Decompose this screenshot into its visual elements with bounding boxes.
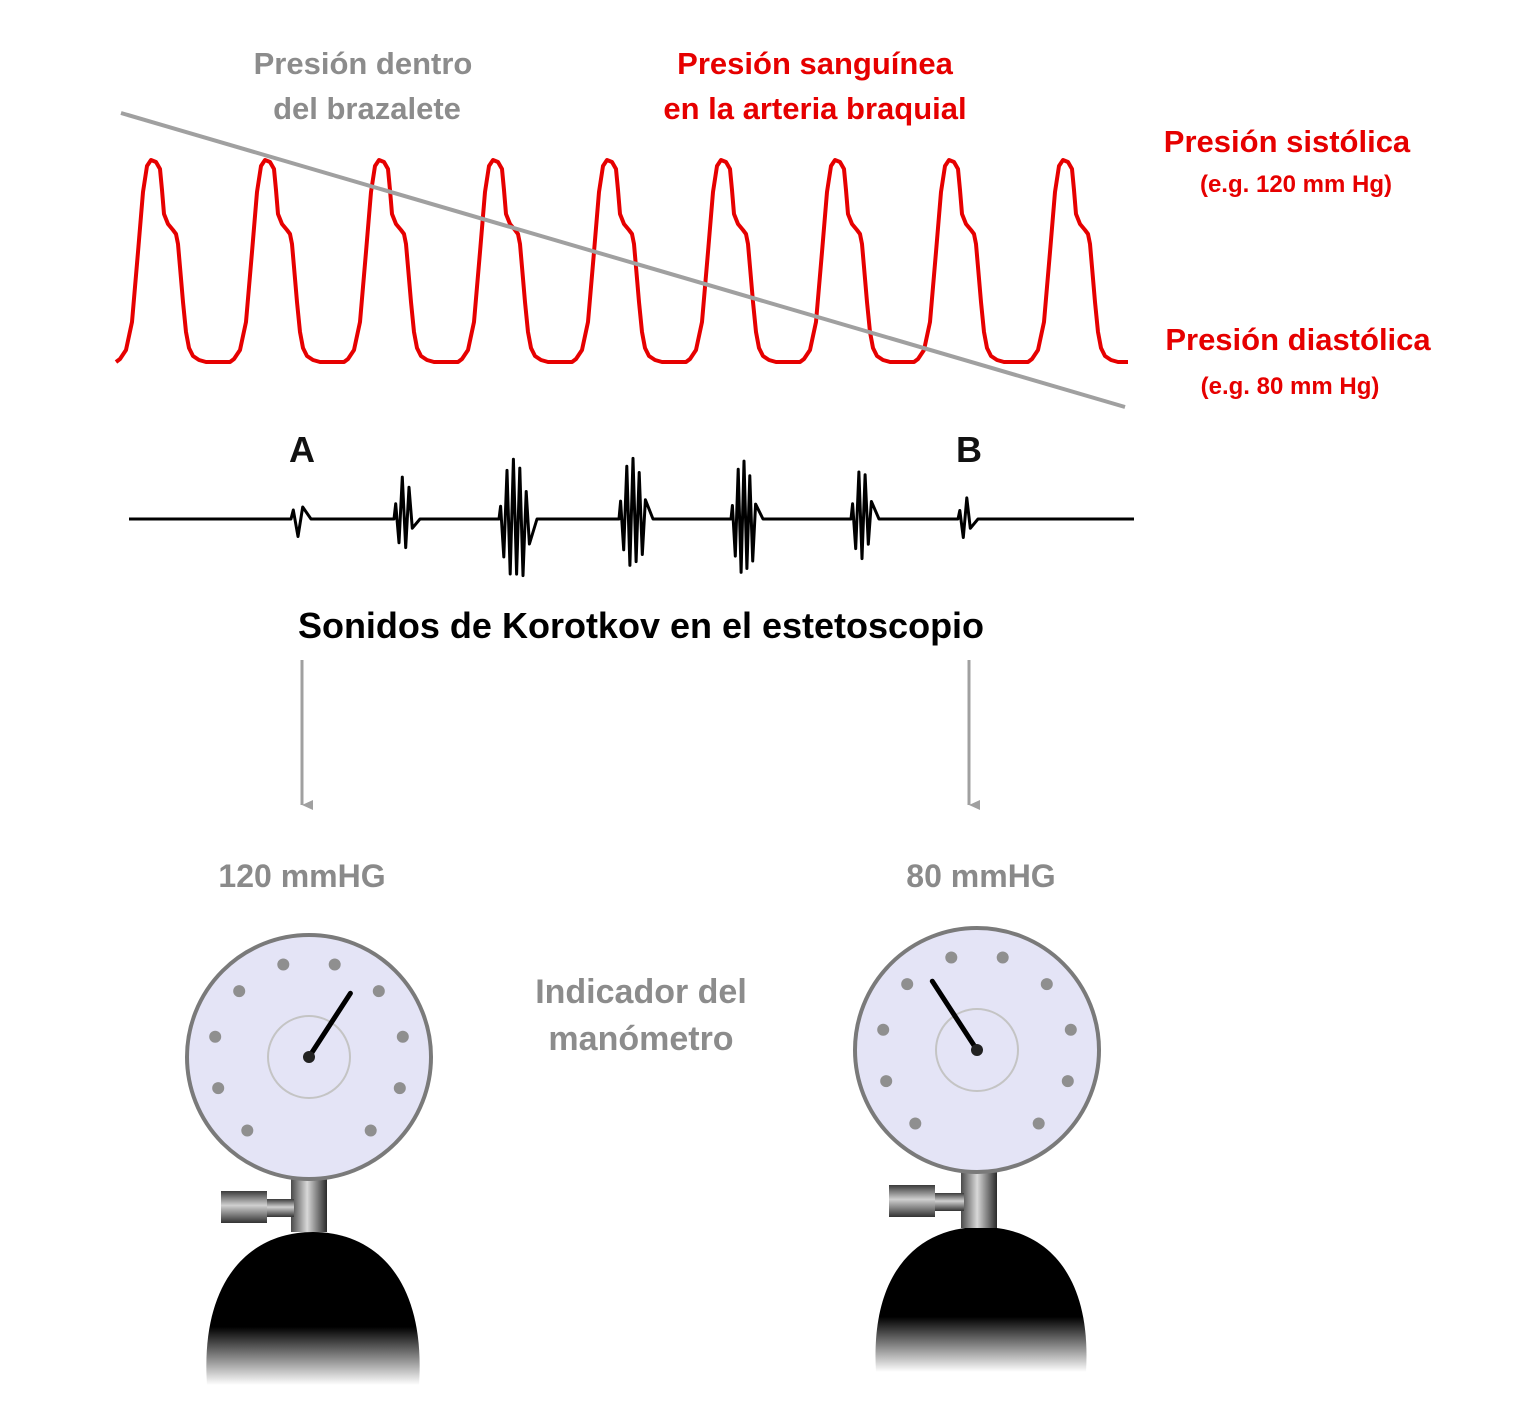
- diastolic-label: Presión diastólica: [1165, 322, 1431, 357]
- gauge-tick-dot: [945, 951, 958, 964]
- blood-pressure-label-line2: en la arteria braquial: [663, 91, 966, 126]
- gauge-tick-dot: [393, 1082, 406, 1095]
- gauge-tick-dot: [364, 1124, 377, 1137]
- gauge-tick-dot: [877, 1023, 890, 1036]
- gauge-indicator-label-line1: Indicador del: [535, 973, 747, 1011]
- valve-connector-right: [934, 1193, 964, 1211]
- gauge-tick-dot: [277, 958, 290, 971]
- gauge-reading-left: 120 mmHG: [218, 858, 385, 894]
- gauge-stem-right: [961, 1172, 997, 1228]
- gauge-tick-dot: [396, 1030, 409, 1043]
- valve-connector-left: [264, 1199, 294, 1217]
- point-b-label: B: [956, 429, 982, 470]
- valve-knob-left: [221, 1191, 267, 1223]
- gauge-tick-dot: [996, 951, 1009, 964]
- gauge-tick-dot: [328, 958, 341, 971]
- gauge-tick-dot: [1032, 1117, 1045, 1130]
- gauge-tick-dot: [372, 985, 385, 998]
- gauge-tick-dot: [1064, 1023, 1077, 1036]
- gauge-pivot-left: [303, 1051, 315, 1063]
- gauge-tick-dot: [209, 1030, 222, 1043]
- gauge-inner-ring-left: [267, 1015, 351, 1099]
- gauge-tick-dot: [1061, 1075, 1074, 1088]
- gauge-pivot-right: [971, 1044, 983, 1056]
- gauge-tick-dot: [212, 1082, 225, 1095]
- gauge-inner-ring-right: [935, 1008, 1019, 1092]
- gauge-needle-right: [929, 978, 980, 1053]
- cuff-pressure-label-line2: del brazalete: [273, 91, 461, 126]
- sphygmomanometer-left: [185, 933, 433, 1385]
- point-a-label: A: [289, 429, 315, 470]
- gauge-tick-dot: [1040, 978, 1053, 991]
- gauge-tick-dot: [233, 985, 246, 998]
- valve-knob-right: [889, 1185, 935, 1217]
- gauge-indicator-label-line2: manómetro: [548, 1020, 733, 1058]
- gauge-tick-dot: [241, 1124, 254, 1137]
- gauge-tick-dot: [909, 1117, 922, 1130]
- sphygmomanometer-right: [853, 926, 1101, 1372]
- gauge-stem-left: [291, 1172, 327, 1232]
- korotkov-caption: Sonidos de Korotkov en el estetoscopio: [298, 605, 984, 646]
- korotkov-sound-trace: [129, 456, 1134, 578]
- systolic-label: Presión sistólica: [1164, 124, 1411, 159]
- diastolic-example-label: (e.g. 80 mm Hg): [1201, 373, 1380, 400]
- blood-pressure-label-line1: Presión sanguínea: [677, 46, 953, 81]
- inflation-bulb-right: [875, 1227, 1087, 1372]
- systolic-example-label: (e.g. 120 mm Hg): [1200, 171, 1392, 198]
- cuff-pressure-line: [120, 111, 1126, 409]
- gauge-tick-dot: [901, 978, 914, 991]
- cuff-pressure-label-line1: Presión dentro: [254, 46, 473, 81]
- gauge-needle-left: [306, 990, 353, 1060]
- blood-pressure-waveform: [114, 158, 1128, 364]
- inflation-bulb-left: [206, 1232, 420, 1385]
- gauge-tick-dot: [880, 1075, 893, 1088]
- gauge-reading-right: 80 mmHG: [906, 858, 1055, 894]
